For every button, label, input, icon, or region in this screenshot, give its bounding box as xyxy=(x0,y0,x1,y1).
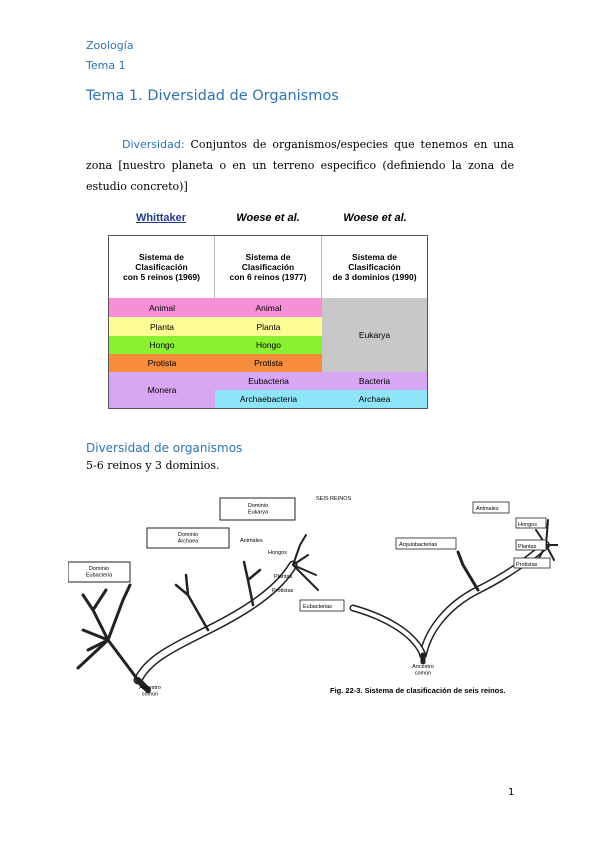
label-eubacterias: Eubacterias xyxy=(303,604,332,610)
cell-animal-5: Animal xyxy=(109,298,215,317)
domain-eubacteria-box xyxy=(68,561,131,583)
cell-hongo-5: Hongo xyxy=(109,336,215,354)
section-title: Diversidad de organismos xyxy=(86,441,243,455)
cell-eukarya: Eukarya xyxy=(322,298,427,372)
classification-table: Whittaker Woese et al. Woese et al. Sist… xyxy=(108,212,428,409)
col3-title: Sistema de Clasificación de 3 dominios (… xyxy=(332,252,417,282)
cell-archaea: Archaea xyxy=(322,390,427,408)
header-whittaker: Whittaker xyxy=(135,212,187,224)
cell-archaebacteria-6: Archaebacteria xyxy=(215,390,322,408)
header-subject: Zoología xyxy=(86,39,134,52)
cell-eubacteria-6: Eubacteria xyxy=(215,372,322,390)
cell-animal-6: Animal xyxy=(215,298,322,317)
label-protistas-left: Protistas xyxy=(272,588,294,594)
cell-protista-6: Protista xyxy=(215,354,322,372)
cell-bacteria: Bacteria xyxy=(322,372,427,390)
definition-text: Conjuntos de organismos/especies que ten… xyxy=(86,138,514,193)
table-grid: Sistema de Clasificación con 5 reinos (1… xyxy=(108,235,428,409)
col1-title: Sistema de Clasificación con 5 reinos (1… xyxy=(109,236,215,298)
definition-paragraph: Diversidad: Conjuntos de organismos/espe… xyxy=(86,134,514,197)
left-tree xyxy=(76,534,319,693)
label-animales-right: Animales xyxy=(476,506,499,512)
cell-monera-5: Monera xyxy=(109,372,215,408)
definition-label: Diversidad: xyxy=(122,138,185,151)
cell-planta-5: Planta xyxy=(109,317,215,336)
label-plantas-right: Plantas xyxy=(518,544,537,550)
domain-eukarya-box xyxy=(219,497,296,521)
label-protistas-right: Protistas xyxy=(516,562,538,568)
page-title: Tema 1. Diversidad de Organismos xyxy=(86,88,339,104)
domain-archaea-box xyxy=(146,527,230,549)
header-woese-1977: Woese et al. xyxy=(236,212,300,224)
col2-title: Sistema de Clasificación con 6 reinos (1… xyxy=(215,236,322,298)
six-kingdoms-title: SEIS REINOS xyxy=(316,496,351,502)
cell-protista-5: Protista xyxy=(109,354,215,372)
label-hongos-right: Hongos xyxy=(518,522,537,528)
cell-hongo-6: Hongo xyxy=(215,336,322,354)
section-subtitle: 5-6 reinos y 3 dominios. xyxy=(86,459,220,472)
figure-caption: Fig. 22-3. Sistema de clasificación de s… xyxy=(330,686,506,695)
header-unit: Tema 1 xyxy=(86,59,126,72)
label-arquiobacterias: Arquiobacterias xyxy=(399,542,437,548)
cell-planta-6: Planta xyxy=(215,317,322,336)
header-woese-1990: Woese et al. xyxy=(343,212,407,224)
label-animales-left: Animales xyxy=(240,538,263,544)
label-hongos-left: Hongos xyxy=(268,550,287,556)
label-plantas-left: Plantas xyxy=(274,574,293,580)
page-number: 1 xyxy=(508,787,515,798)
